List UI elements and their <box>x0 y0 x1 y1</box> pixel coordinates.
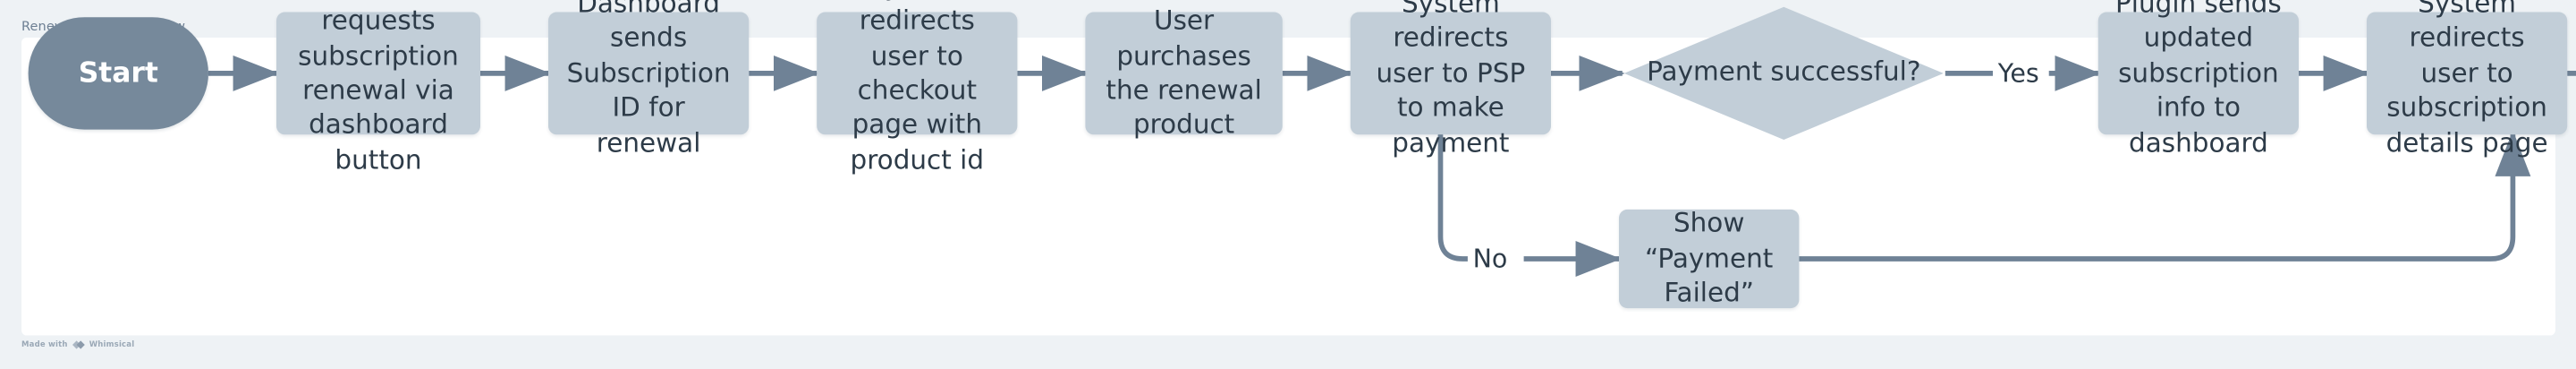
node-redirect-psp-label: System redirects user to PSP to make pay… <box>1376 0 1526 159</box>
footer-brand-label: Whimsical <box>89 340 135 349</box>
decision-diamond-shape <box>1623 6 1944 140</box>
node-start-label: Start <box>78 56 158 90</box>
node-payment-failed-label: Show “Payment Failed” <box>1645 208 1774 309</box>
node-payment-decision-label: Payment successful? <box>1647 56 1921 88</box>
node-redirect-details-label: System redirects user to subscription de… <box>2385 0 2548 159</box>
node-send-subscription-id-label: Dashboard sends Subscription ID for rene… <box>566 0 731 159</box>
footer-branding[interactable]: Made with Whimsical <box>21 340 134 349</box>
node-start[interactable]: Start <box>28 17 208 130</box>
node-purchase-product-label: User purchases the renewal product <box>1106 5 1262 141</box>
edge-label-yes: Yes <box>1993 61 2045 88</box>
node-purchase-product[interactable]: User purchases the renewal product <box>1085 5 1283 141</box>
node-redirect-psp[interactable]: System redirects user to PSP to make pay… <box>1350 0 1551 158</box>
footer-made-with-label: Made with <box>21 340 68 349</box>
node-payment-decision[interactable]: Payment successful? <box>1623 5 1945 142</box>
node-redirect-checkout-label: System redirects user to checkout page w… <box>850 0 985 176</box>
whimsical-logo-icon <box>72 340 85 349</box>
node-redirect-details[interactable]: System redirects user to subscription de… <box>2367 0 2568 158</box>
node-plugin-sends-info[interactable]: Plugin sends updated subscription info t… <box>2097 0 2299 158</box>
node-request-renewal-label: User requests subscription renewal via d… <box>298 0 459 176</box>
node-send-subscription-id[interactable]: Dashboard sends Subscription ID for rene… <box>548 0 750 158</box>
node-request-renewal[interactable]: User requests subscription renewal via d… <box>276 0 480 176</box>
node-redirect-checkout[interactable]: System redirects user to checkout page w… <box>817 0 1018 176</box>
diagram-canvas[interactable]: Yes No Start User requests subscription … <box>21 0 2576 335</box>
node-payment-failed[interactable]: Show “Payment Failed” <box>1619 209 1800 309</box>
node-plugin-sends-info-label: Plugin sends updated subscription info t… <box>2115 0 2282 159</box>
edge-label-no: No <box>1467 246 1513 273</box>
